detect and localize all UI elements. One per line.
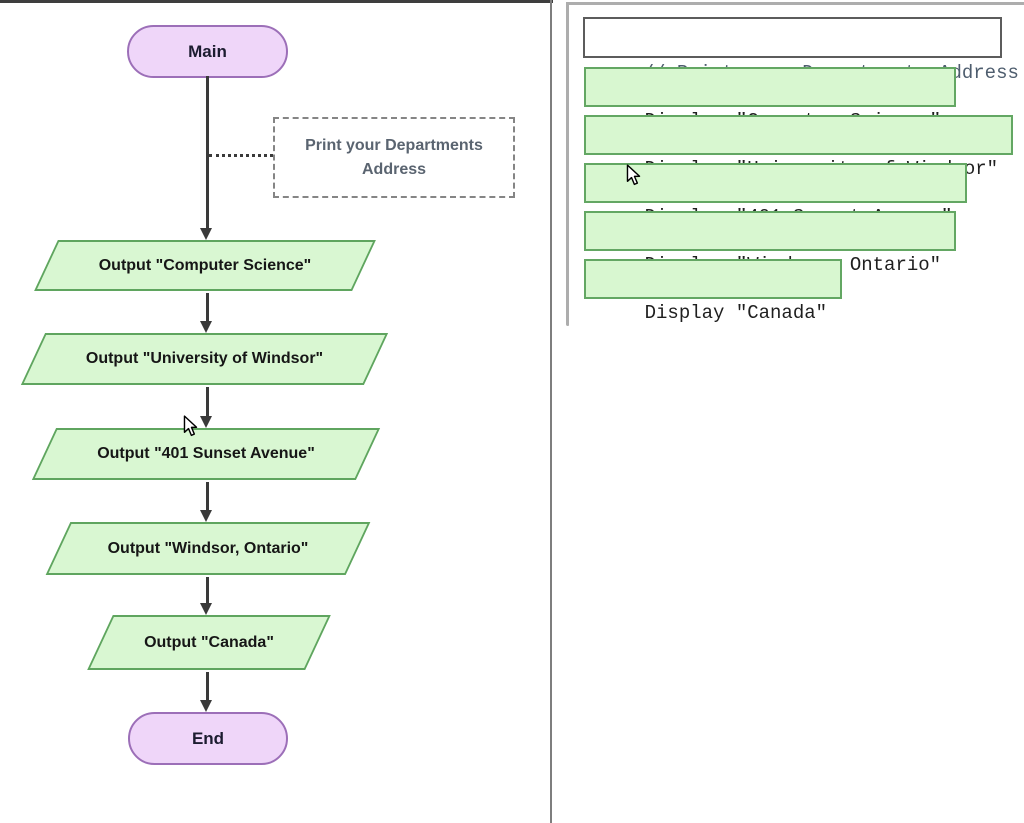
output-node-1[interactable]: Output "Computer Science" [34,240,376,291]
output-node-4[interactable]: Output "Windsor, Ontario" [45,522,371,575]
code-line-3[interactable]: Display "401 Sunset Avenue" [584,163,968,228]
output-node-5[interactable]: Output "Canada" [87,615,331,670]
code-panel-left-border [566,2,569,326]
start-node[interactable]: Main [127,25,288,78]
comment-connector [209,154,273,157]
connector-line [206,293,209,321]
code-panel-top-border [566,2,1024,5]
code-line-1[interactable]: Display "Computer Science" [584,67,957,132]
arrowhead-icon [200,416,212,428]
mouse-cursor-icon [183,415,198,437]
arrowhead-icon [200,321,212,333]
arrowhead-icon [200,700,212,712]
code-line-2[interactable]: Display "University of Windsor" [584,115,1014,180]
connector-line [206,577,209,603]
code-line-5[interactable]: Display "Canada" [584,259,843,324]
output-node-5-label: Output "Canada" [144,633,274,651]
arrowhead-icon [200,603,212,615]
arrowhead-icon [200,228,212,240]
comment-box[interactable]: Print your Departments Address [273,117,515,198]
code-comment-line[interactable]: // Print your Departments Address [583,17,1019,84]
output-node-1-label: Output "Computer Science" [98,256,312,274]
flowchart-panel-top-border [0,0,553,3]
end-node[interactable]: End [128,712,288,765]
output-node-3[interactable]: Output "401 Sunset Avenue" [31,428,381,480]
connector-line [206,76,209,228]
code-line-5-text: Display "Canada" [644,302,828,324]
arrowhead-icon [200,510,212,522]
end-node-label: End [191,728,225,748]
output-node-4-label: Output "Windsor, Ontario" [107,539,309,557]
connector-line [206,482,209,510]
panel-divider [550,0,552,823]
code-line-4[interactable]: Display "Windsor, Ontario" [584,211,957,276]
connector-line [206,672,209,700]
start-node-label: Main [188,41,227,61]
output-node-2[interactable]: Output "University of Windsor" [20,333,389,385]
output-node-3-label: Output "401 Sunset Avenue" [97,445,315,462]
comment-text: Print your Departments Address [305,137,483,178]
output-node-2-label: Output "University of Windsor" [85,350,324,367]
mouse-cursor-icon [626,164,641,186]
connector-line [206,387,209,416]
